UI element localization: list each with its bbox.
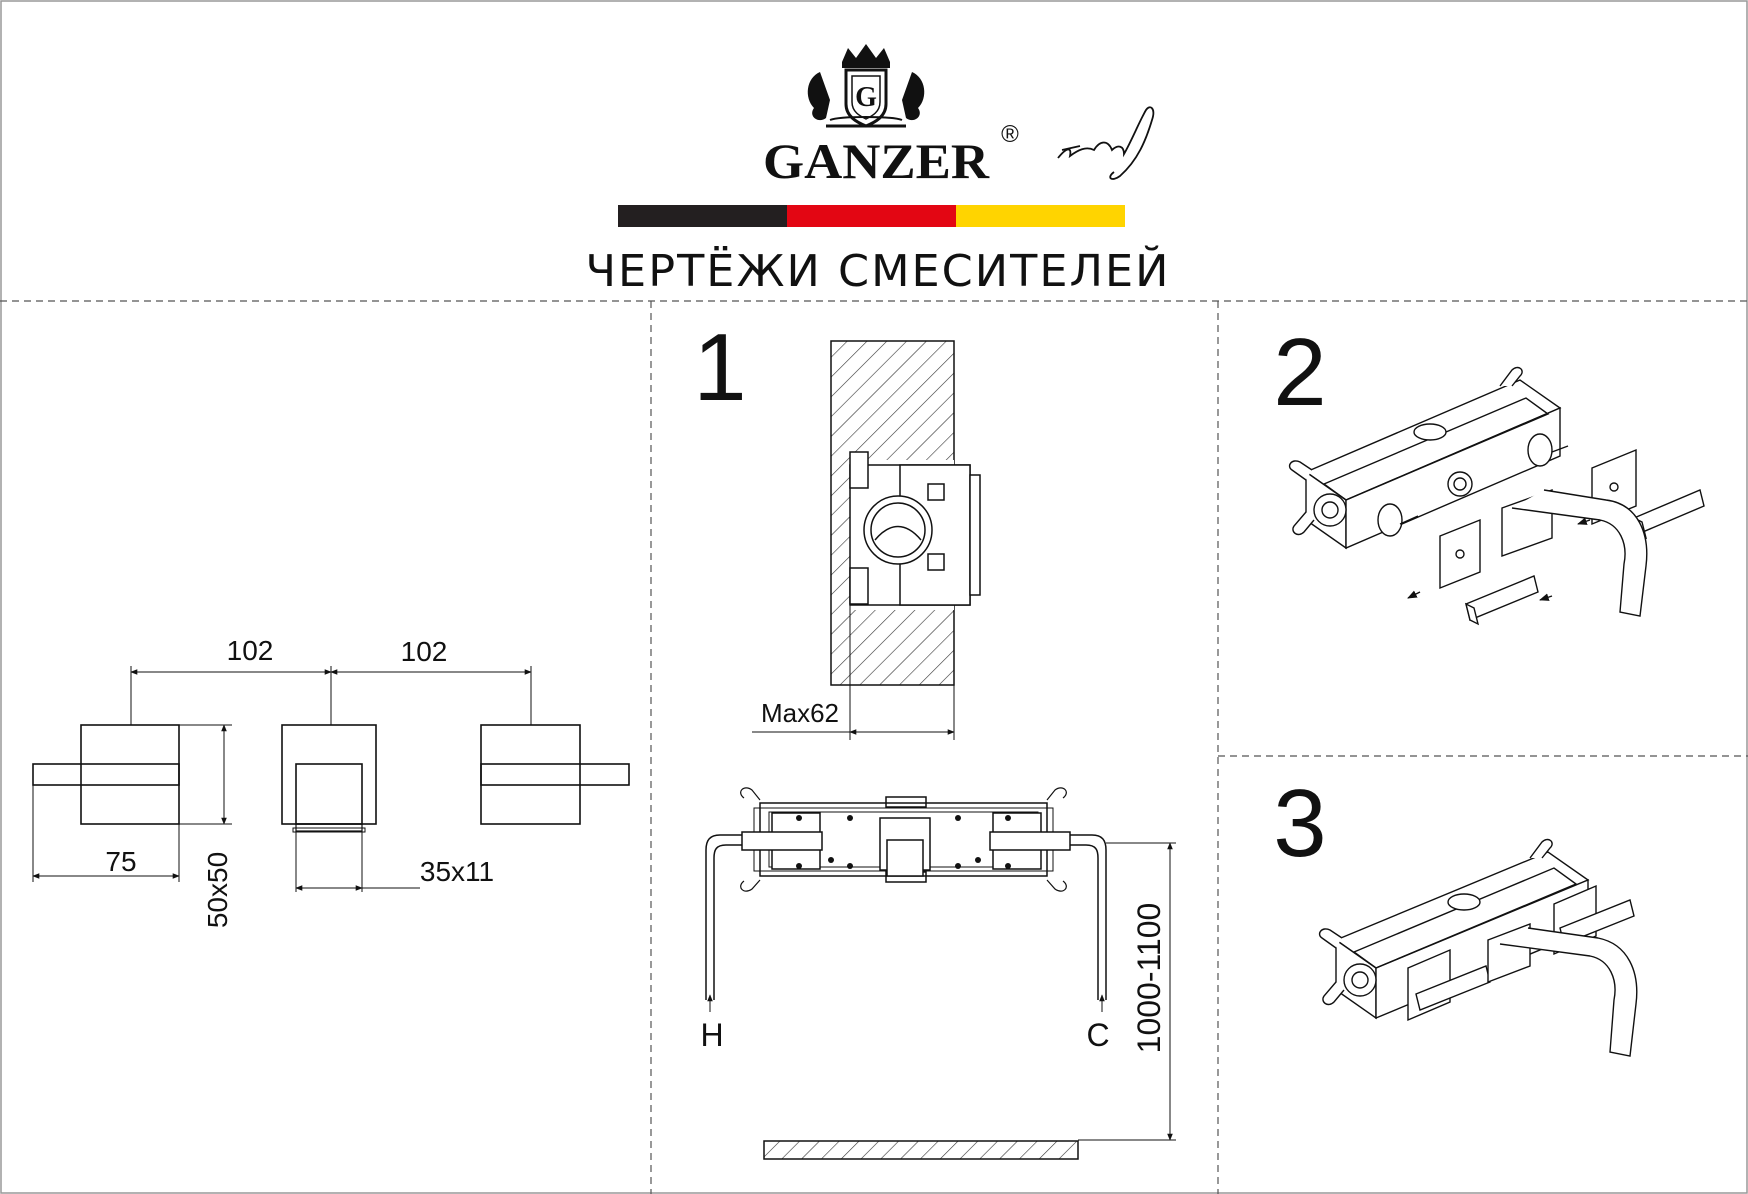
- hot-pipe: [705, 834, 742, 1000]
- flag-stripe-red: [787, 205, 956, 227]
- flag-stripe-gold: [956, 205, 1125, 227]
- right-handle-lever: [480, 763, 630, 786]
- flag-stripe-black: [618, 205, 787, 227]
- cold-label: C: [1086, 1017, 1109, 1053]
- right-handle-escutcheon: [480, 724, 581, 825]
- dim-label-50x50: 50x50: [202, 852, 233, 928]
- brand-logo: G GANZER ®: [763, 44, 1155, 189]
- dimensions-panel: [32, 666, 630, 892]
- flag-stripe: [618, 205, 1125, 227]
- dim-label-102-left: 102: [227, 635, 274, 666]
- height-label: 1000-1100: [1131, 903, 1167, 1054]
- wall-section: Max62: [752, 340, 981, 740]
- step-number-1: 1: [693, 314, 746, 421]
- step-number-2: 2: [1273, 319, 1326, 426]
- cold-pipe: [1070, 834, 1107, 1000]
- panel-dividers: [0, 300, 1748, 1194]
- step-number-3: 3: [1273, 770, 1326, 877]
- assembled-mixer: [1318, 838, 1638, 1057]
- hot-label: H: [700, 1017, 723, 1053]
- signature-icon: [1057, 106, 1155, 180]
- floor-height: 1000-1100: [763, 842, 1176, 1160]
- box-top-view: [705, 787, 1107, 1012]
- svg-text:G: G: [855, 82, 877, 113]
- outlet-port: [863, 495, 933, 565]
- brand-name: GANZER: [763, 133, 990, 189]
- spout-body: [295, 763, 363, 825]
- floor-slab: [763, 1140, 1079, 1160]
- crest-icon: G: [807, 68, 925, 128]
- exploded-assembly: [1288, 366, 1705, 626]
- dim-label-35x11: 35x11: [420, 856, 494, 887]
- left-handle-lever: [32, 763, 180, 786]
- page-title: ЧЕРТЁЖИ СМЕСИТЕЛЕЙ: [586, 244, 1171, 297]
- dim-label-102-right: 102: [401, 636, 448, 667]
- left-handle-escutcheon: [80, 724, 180, 825]
- crown-icon: [842, 44, 890, 68]
- dim-label-75: 75: [105, 846, 136, 877]
- max-depth-label: Max62: [761, 698, 839, 728]
- registered-mark: ®: [1001, 121, 1019, 148]
